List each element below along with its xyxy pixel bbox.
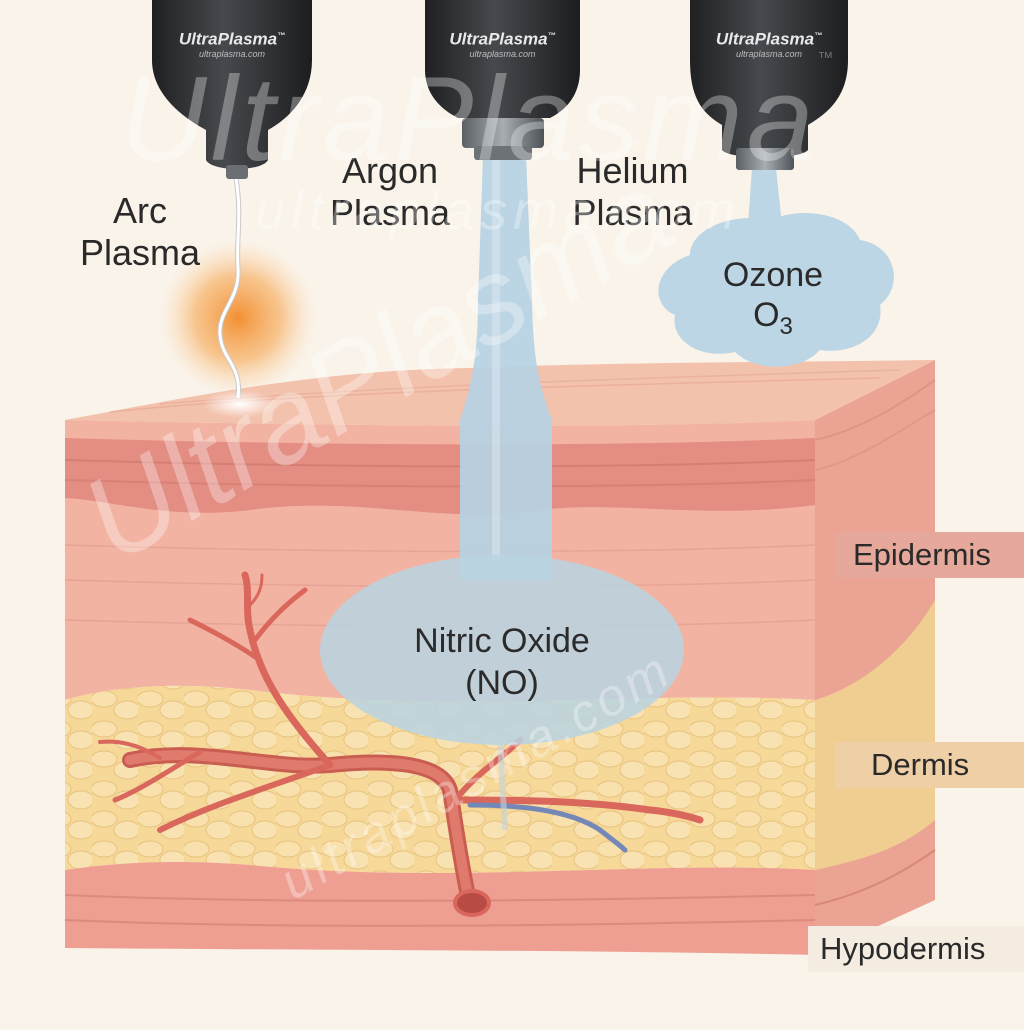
ozone-cloud: [658, 212, 894, 367]
ozone-label-formula: O3: [753, 296, 793, 340]
stratum-band: [65, 438, 815, 515]
nitric-oxide-cloud: [320, 555, 684, 745]
hypodermis-layer: [65, 862, 815, 955]
arc-plasma-label-line2: Plasma: [79, 232, 201, 273]
ozone-label: Ozone O3: [708, 255, 838, 347]
argon-plasma-label-line1: Argon: [341, 150, 439, 191]
nitric-oxide-label-line2: (NO): [465, 664, 539, 702]
dermis-tag: Dermis: [835, 742, 1024, 788]
epidermis-tag: Epidermis: [835, 532, 1024, 578]
skin-side-fat: [815, 600, 935, 870]
argon-handpiece: [425, 0, 580, 160]
helium-handpiece: [690, 0, 848, 170]
nitric-oxide-label-line1: Nitric Oxide: [414, 622, 590, 660]
ozone-label-line1: Ozone: [722, 256, 824, 294]
nitric-oxide-label: Nitric Oxide (NO): [392, 620, 612, 704]
arc-plasma-beam: [160, 177, 316, 418]
arc-plasma-label-line1: Arc: [113, 190, 167, 231]
helium-plasma-label: Helium Plasma: [560, 150, 705, 234]
arc-handpiece: [152, 0, 312, 179]
blood-vessels: [98, 571, 704, 917]
helium-plasma-label-line1: Helium: [576, 150, 689, 191]
arc-plasma-label: Arc Plasma: [70, 190, 210, 274]
brand-label-argon: UltraPlasma™ ultraplasma.com: [449, 29, 556, 59]
helium-plasma-stream: [658, 168, 894, 367]
argon-plasma-label: Argon Plasma: [320, 150, 460, 234]
helium-plasma-label-line2: Plasma: [572, 192, 693, 233]
hypodermis-tag: Hypodermis: [808, 926, 1024, 972]
argon-plasma-jet: [320, 155, 684, 831]
brand-label-arc: UltraPlasma™ ultraplasma.com: [178, 29, 286, 59]
argon-plasma-label-line2: Plasma: [329, 192, 451, 233]
brand-label-helium: UltraPlasma™ ultraplasma.com: [715, 29, 823, 59]
vessel-cross-section: [453, 889, 491, 917]
